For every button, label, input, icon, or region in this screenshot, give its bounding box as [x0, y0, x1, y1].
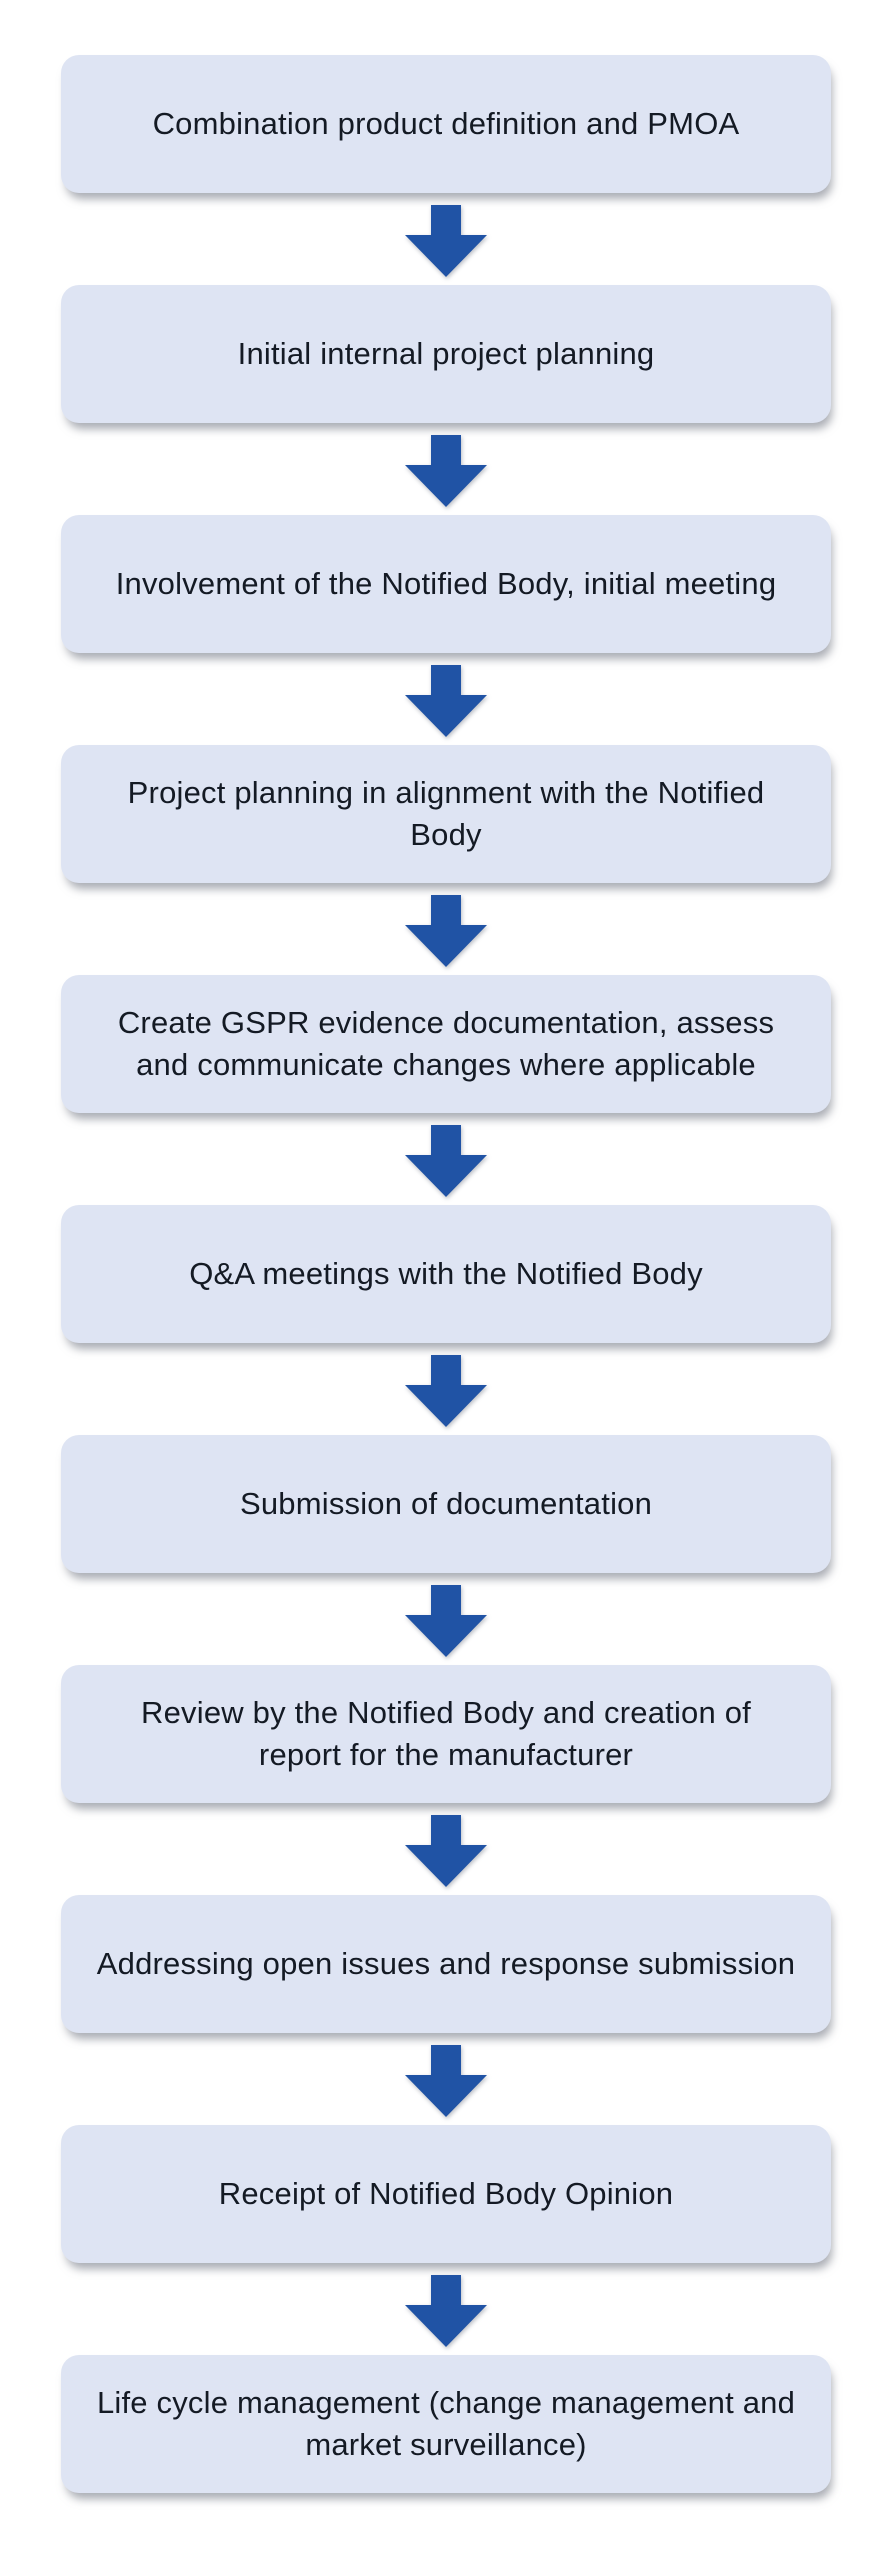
process-step-label: Q&A meetings with the Notified Body — [189, 1256, 703, 1291]
process-step-label: Review by the Notified Body and creation… — [141, 1695, 751, 1772]
process-step-box: Submission of documentation — [61, 1435, 831, 1573]
process-step-label: Initial internal project planning — [237, 336, 655, 371]
process-step-label: Combination product definition and PMOA — [152, 106, 740, 141]
process-step-box: Project planning in alignment with the N… — [61, 745, 831, 883]
process-step-label: Submission of documentation — [239, 1486, 653, 1521]
down-arrow-icon — [405, 895, 487, 967]
down-arrow-icon — [405, 1125, 487, 1197]
process-step-box: Review by the Notified Body and creation… — [61, 1665, 831, 1803]
process-step-label: Life cycle management (change management… — [96, 2385, 796, 2462]
process-step-box: Initial internal project planning — [61, 285, 831, 423]
down-arrow-icon — [405, 1585, 487, 1657]
down-arrow-icon — [405, 1355, 487, 1427]
down-arrow-icon — [405, 435, 487, 507]
process-step-label: Involvement of the Notified Body, initia… — [115, 566, 777, 601]
process-step-box: Involvement of the Notified Body, initia… — [61, 515, 831, 653]
flowchart: Combination product definition and PMOA I… — [61, 55, 831, 2493]
process-step-label: Create GSPR evidence documentation, asse… — [117, 1005, 775, 1082]
process-step-box: Life cycle management (change management… — [61, 2355, 831, 2493]
down-arrow-icon — [405, 205, 487, 277]
down-arrow-icon — [405, 1815, 487, 1887]
process-step-label: Addressing open issues and response subm… — [96, 1946, 796, 1981]
down-arrow-icon — [405, 2275, 487, 2347]
process-step-box: Addressing open issues and response subm… — [61, 1895, 831, 2033]
down-arrow-icon — [405, 665, 487, 737]
process-step-label: Project planning in alignment with the N… — [127, 775, 765, 852]
process-step-box: Combination product definition and PMOA — [61, 55, 831, 193]
process-step-box: Receipt of Notified Body Opinion — [61, 2125, 831, 2263]
process-step-box: Q&A meetings with the Notified Body — [61, 1205, 831, 1343]
process-step-label: Receipt of Notified Body Opinion — [218, 2176, 674, 2211]
process-step-box: Create GSPR evidence documentation, asse… — [61, 975, 831, 1113]
down-arrow-icon — [405, 2045, 487, 2117]
